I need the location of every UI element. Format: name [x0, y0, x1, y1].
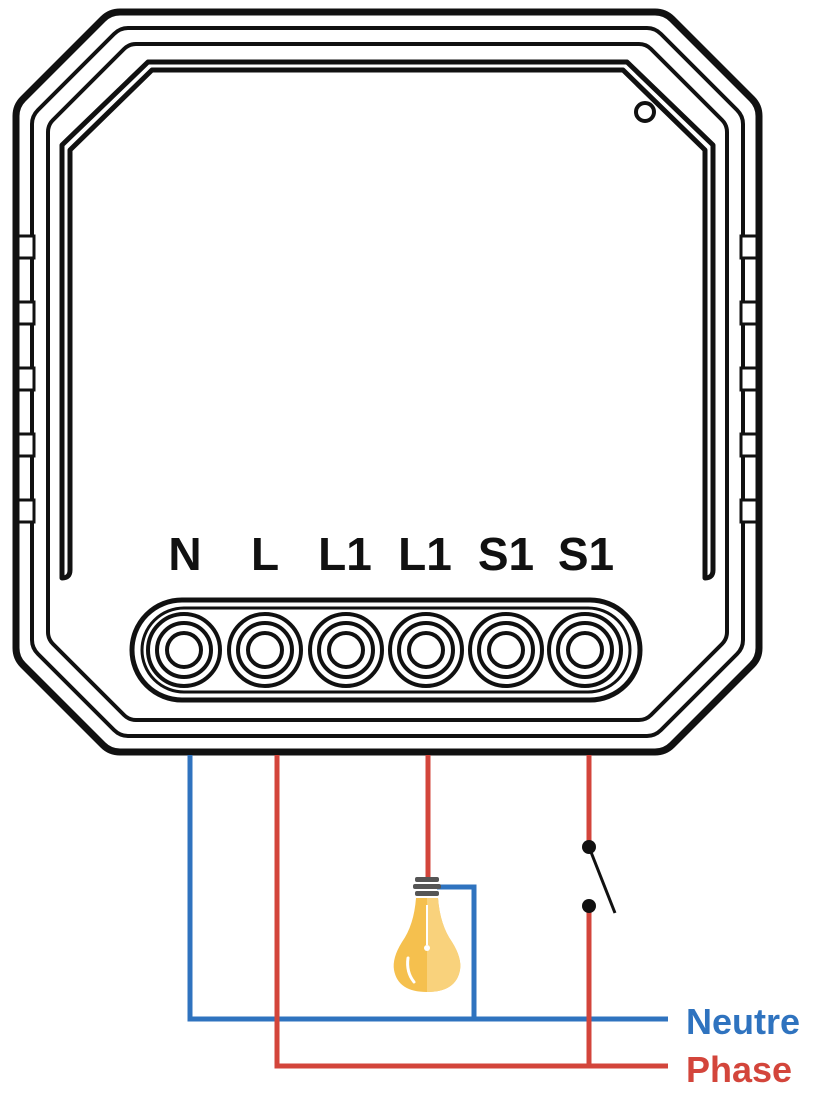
neutral-label: Neutre: [686, 1001, 800, 1042]
neutral-wire-bulb: [437, 884, 477, 1019]
phase-wire-main: [274, 755, 668, 1069]
terminal-label-l: L: [251, 528, 279, 580]
terminal-screws: [146, 612, 623, 688]
terminal-screw-l: [227, 612, 303, 688]
terminal-screw-s1-a: [468, 612, 544, 688]
housing-ring-2: [30, 26, 745, 738]
terminal-block: [129, 597, 643, 703]
terminal-label-n: N: [168, 528, 201, 580]
terminal-screw-s1-b: [547, 612, 623, 688]
lightbulb-icon: [393, 877, 461, 992]
housing-ring-3: [46, 42, 729, 722]
terminal-label-l1-b: L1: [398, 528, 452, 580]
terminal-label-l1-a: L1: [318, 528, 372, 580]
terminal-labels: N L L1 L1 S1 S1: [168, 528, 614, 580]
wires: [187, 755, 668, 1069]
terminal-label-s1-b: S1: [558, 528, 614, 580]
module-housing: [12, 8, 763, 756]
housing-inner-u: [59, 59, 716, 581]
side-ribs-left: [16, 234, 36, 524]
phase-label: Phase: [686, 1049, 792, 1090]
neutral-wire-main: [187, 755, 668, 1022]
terminal-screw-n: [146, 612, 222, 688]
switch-icon: [582, 840, 617, 914]
terminal-screw-l1-a: [308, 612, 384, 688]
side-ribs-right: [739, 234, 759, 524]
terminal-screw-l1-b: [388, 612, 464, 688]
led-indicator: [634, 101, 656, 123]
housing-outer: [12, 8, 763, 756]
terminal-label-s1-a: S1: [478, 528, 534, 580]
